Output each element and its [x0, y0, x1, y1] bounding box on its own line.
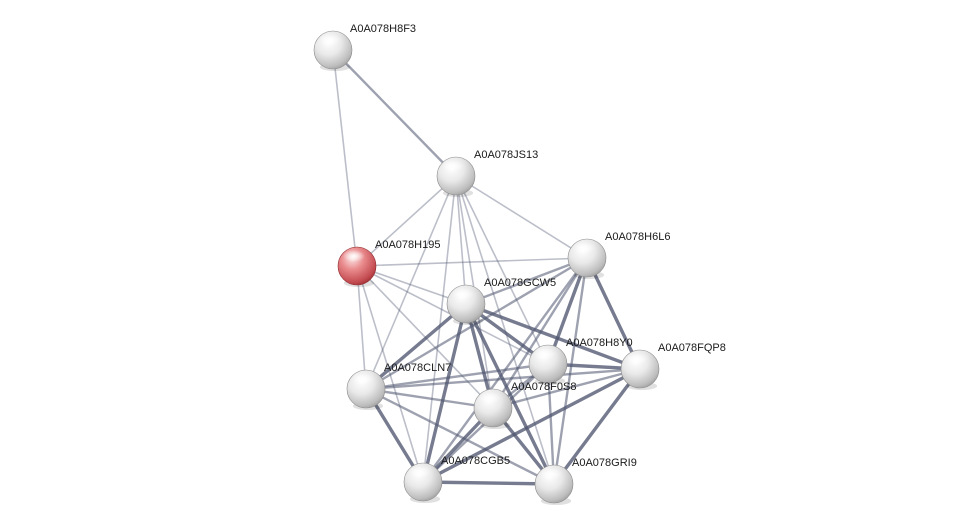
node-highlight	[352, 373, 374, 385]
edge-A0A078H8F3-A0A078H195[interactable]	[332, 49, 358, 267]
node-A0A078H8F3[interactable]	[313, 30, 353, 71]
edge-A0A078FQP8-A0A078CLN7[interactable]	[364, 367, 642, 391]
node-highlight	[534, 348, 556, 360]
nodes-layer	[313, 30, 660, 505]
edge-A0A078GCW5-A0A078CGB5[interactable]	[421, 302, 468, 484]
edge-A0A078H8Y0-A0A078GRI9[interactable]	[546, 362, 556, 486]
edge-A0A078H195-A0A078CLN7[interactable]	[356, 265, 367, 390]
node-highlight	[409, 466, 431, 478]
edge-A0A078FQP8-A0A078F0S8[interactable]	[491, 367, 642, 410]
edge-A0A078FQP8-A0A078GRI9[interactable]	[552, 367, 642, 486]
node-label-A0A078GCW5: A0A078GCW5	[484, 277, 556, 289]
edge-A0A078H6L6-A0A078GCW5[interactable]	[464, 256, 589, 306]
node-highlight	[626, 353, 648, 365]
node-A0A078F0S8[interactable]	[473, 388, 513, 429]
edge-A0A078H195-A0A078H6L6[interactable]	[356, 257, 588, 267]
edge-A0A078JS13-A0A078H6L6[interactable]	[455, 175, 588, 259]
node-highlight	[319, 34, 341, 46]
node-label-A0A078H8F3: A0A078H8F3	[350, 23, 416, 35]
edge-A0A078JS13-A0A078CGB5[interactable]	[422, 175, 457, 483]
node-highlight	[343, 250, 365, 262]
node-A0A078H8Y0[interactable]	[528, 344, 568, 385]
node-label-A0A078H195: A0A078H195	[375, 239, 440, 251]
node-A0A078GCW5[interactable]	[446, 284, 486, 325]
node-label-A0A078H6L6: A0A078H6L6	[605, 231, 670, 243]
node-A0A078JS13[interactable]	[436, 156, 476, 197]
edge-A0A078CLN7-A0A078F0S8[interactable]	[364, 387, 495, 410]
edge-A0A078FQP8-A0A078CGB5[interactable]	[421, 367, 642, 484]
node-label-A0A078CLN7: A0A078CLN7	[384, 362, 451, 374]
edge-A0A078CLN7-A0A078GRI9[interactable]	[364, 387, 556, 486]
node-highlight	[442, 160, 464, 172]
node-A0A078FQP8[interactable]	[620, 349, 660, 390]
edge-A0A078JS13-A0A078GRI9[interactable]	[455, 175, 555, 485]
edge-A0A078H8F3-A0A078JS13[interactable]	[331, 48, 458, 178]
node-A0A078H6L6[interactable]	[567, 238, 607, 279]
node-label-A0A078CGB5: A0A078CGB5	[441, 455, 510, 467]
edge-A0A078JS13-A0A078GCW5[interactable]	[455, 175, 467, 305]
edge-A0A078JS13-A0A078H195[interactable]	[356, 175, 457, 267]
edge-A0A078H6L6-A0A078GRI9[interactable]	[552, 256, 589, 486]
node-A0A078GRI9[interactable]	[534, 464, 574, 505]
edge-A0A078GCW5-A0A078CLN7[interactable]	[364, 302, 468, 391]
edge-A0A078H6L6-A0A078FQP8[interactable]	[585, 256, 642, 371]
node-label-A0A078FQP8: A0A078FQP8	[658, 342, 726, 354]
node-highlight	[540, 468, 562, 480]
edge-A0A078JS13-A0A078CLN7[interactable]	[365, 175, 457, 390]
node-A0A078CLN7[interactable]	[346, 369, 386, 410]
edge-A0A078GCW5-A0A078FQP8[interactable]	[464, 302, 642, 371]
node-highlight	[452, 288, 474, 300]
node-label-A0A078F0S8: A0A078F0S8	[511, 381, 576, 393]
node-highlight	[479, 392, 501, 404]
node-A0A078H195[interactable]	[337, 246, 377, 287]
edge-A0A078CGB5-A0A078GRI9[interactable]	[421, 480, 556, 486]
node-label-A0A078GRI9: A0A078GRI9	[572, 457, 637, 469]
node-label-A0A078JS13: A0A078JS13	[474, 149, 538, 161]
node-highlight	[573, 242, 595, 254]
edge-A0A078H8Y0-A0A078CLN7[interactable]	[364, 362, 550, 391]
node-A0A078CGB5[interactable]	[403, 462, 443, 503]
node-label-A0A078H8Y0: A0A078H8Y0	[566, 337, 633, 349]
